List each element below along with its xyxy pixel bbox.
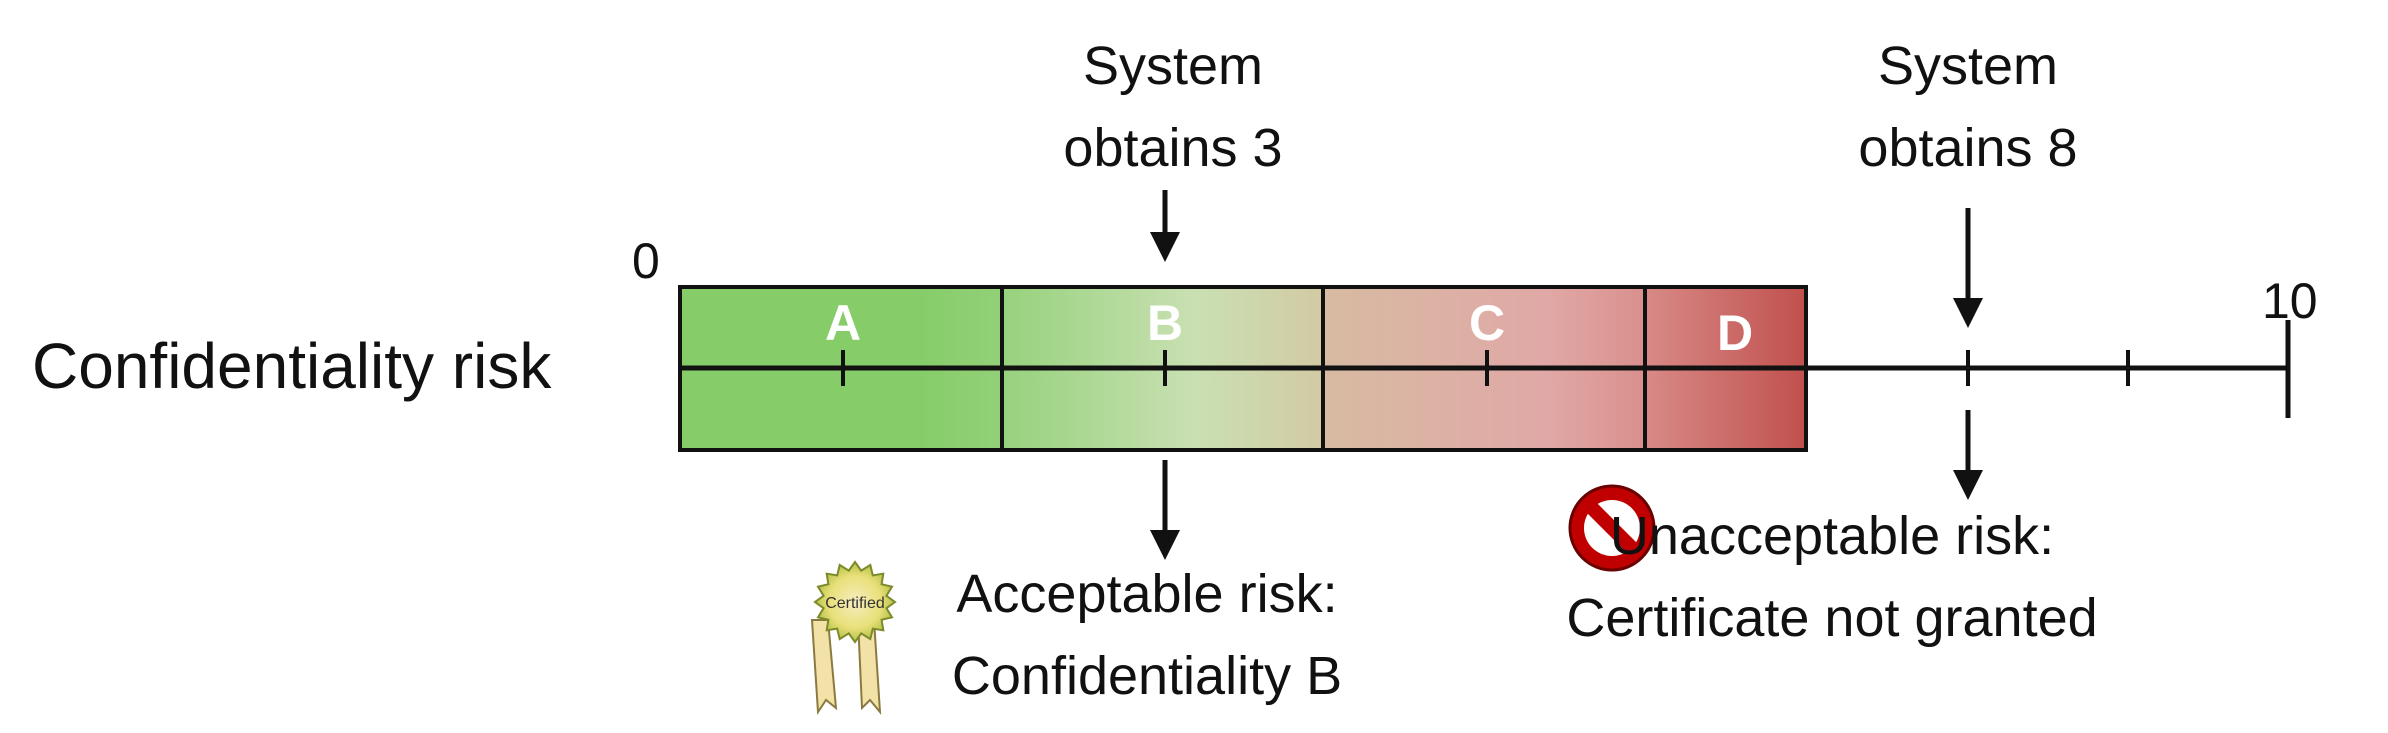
down-arrow-icon — [1953, 208, 1983, 328]
seal-text: Certified — [825, 595, 885, 612]
example-8-top-line1: System — [1878, 36, 2058, 96]
grade-label-d: D — [1717, 305, 1753, 361]
scale-min-label: 0 — [632, 233, 660, 289]
example-score-3: System obtains 3 Certified Acceptable ri… — [810, 36, 1342, 716]
example-score-8: System obtains 8 Unacceptable risk: Cert… — [1566, 36, 2097, 648]
no-entry-icon — [1568, 484, 1656, 572]
example-3-top-line1: System — [1083, 36, 1263, 96]
down-arrow-icon — [1150, 190, 1180, 262]
down-arrow-icon — [1150, 460, 1180, 560]
scale-ticks — [841, 320, 2291, 418]
row-label: Confidentiality risk — [32, 330, 552, 402]
example-8-result-line1: Unacceptable risk: — [1610, 506, 2054, 566]
seal-rosette — [813, 560, 897, 644]
example-3-result-line1: Acceptable risk: — [956, 564, 1337, 624]
down-arrow-icon — [1953, 410, 1983, 500]
example-8-top-line2: obtains 8 — [1858, 118, 2077, 178]
example-8-result-line2: Certificate not granted — [1566, 588, 2097, 648]
certified-seal-icon: Certified — [810, 560, 897, 716]
scale-max-label: 10 — [2262, 273, 2318, 329]
example-3-top-line2: obtains 3 — [1063, 118, 1282, 178]
grade-label-a: A — [825, 295, 861, 351]
grade-label-c: C — [1469, 295, 1505, 351]
grade-label-b: B — [1147, 295, 1183, 351]
example-3-result-line2: Confidentiality B — [952, 646, 1342, 706]
